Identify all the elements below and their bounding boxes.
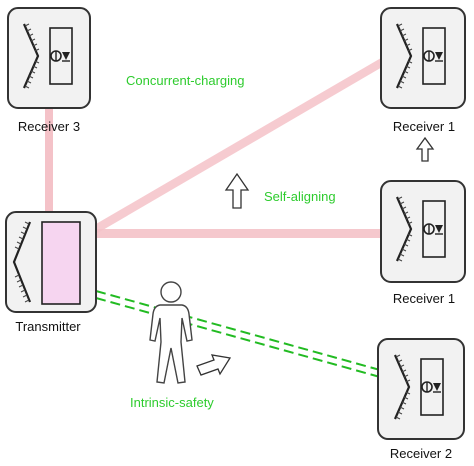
beam-receiver1-mid: [96, 229, 381, 238]
transmitter-icon: [12, 221, 81, 305]
arrow-right-icon: [196, 354, 232, 376]
self-aligning-label: Self-aligning: [264, 189, 336, 204]
arrow-up-icon: [415, 136, 435, 162]
receiver-3: Receiver 3: [7, 7, 91, 134]
concurrent-charging-label: Concurrent-charging: [126, 73, 245, 88]
arrow-up-icon: [224, 172, 250, 209]
receiver1-top-label: Receiver 1: [393, 119, 455, 134]
receiver2-label: Receiver 2: [390, 446, 452, 461]
transmitter: Transmitter: [5, 211, 97, 334]
receiver3-label: Receiver 3: [18, 119, 80, 134]
intrinsic-safety-label: Intrinsic-safety: [130, 395, 214, 410]
receiver-1-mid: Receiver 1: [380, 180, 466, 306]
receiver1-mid-label: Receiver 1: [393, 291, 455, 306]
human-icon: [149, 281, 193, 384]
transmitter-label: Transmitter: [15, 319, 81, 334]
receiver-2: Receiver 2: [377, 338, 465, 461]
safety-beam: [95, 290, 381, 378]
beam-receiver1-top: [96, 58, 384, 234]
charging-beams: [45, 58, 384, 238]
receiver-1-top: Receiver 1: [380, 7, 466, 134]
beam-receiver3: [45, 108, 53, 214]
